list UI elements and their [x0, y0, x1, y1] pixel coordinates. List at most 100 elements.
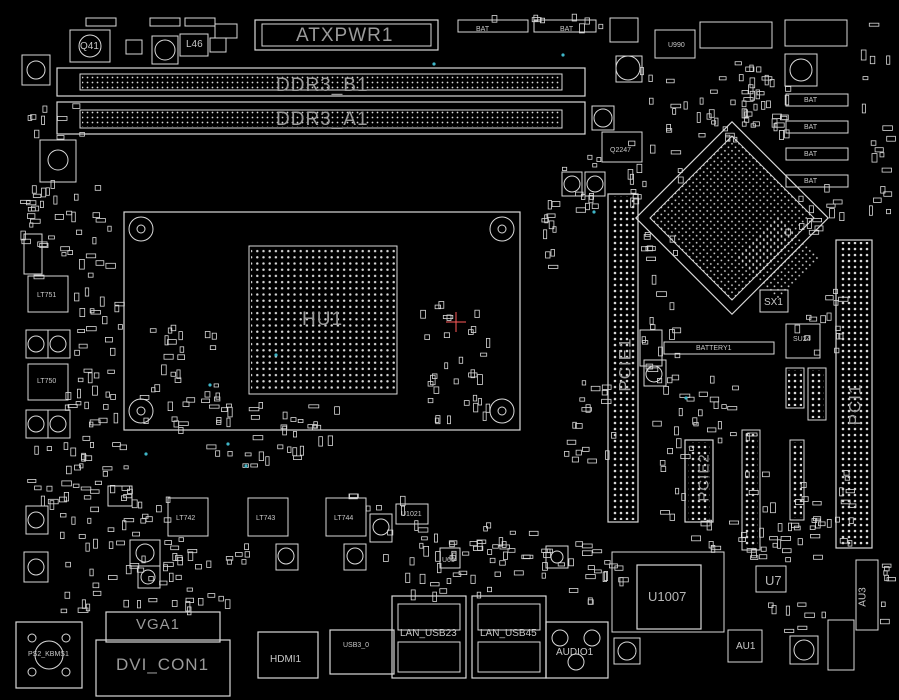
label-bat-3[interactable]: BAT [804, 97, 818, 104]
label-ddr3-a1[interactable]: DDR3_A1 [276, 109, 369, 130]
passive-17-6 [550, 249, 555, 257]
label-usb3-0[interactable]: USB3_0 [343, 642, 370, 649]
label-u990[interactable]: U990 [668, 42, 685, 49]
passive-5-4 [137, 501, 143, 509]
passive-1-34 [82, 435, 91, 441]
passive-1-20 [83, 368, 93, 373]
label-bat-2[interactable]: BAT [560, 26, 574, 33]
passive-22-27 [848, 517, 854, 524]
label-ddr3-b1[interactable]: DDR3_B1 [276, 75, 369, 96]
passive-4-13 [123, 465, 129, 470]
label-bat-5[interactable]: BAT [804, 151, 818, 158]
passive-34-7 [56, 135, 65, 140]
label-u1007[interactable]: U1007 [648, 589, 687, 604]
passive-11-1 [542, 562, 548, 571]
pci1-pins [839, 242, 869, 546]
pcb-shape-66 [140, 569, 156, 585]
passive-14-24 [710, 89, 718, 94]
label-lan-usb23[interactable]: LAN_USB23 [400, 628, 457, 639]
passive-2-14 [204, 391, 211, 398]
label-lt742[interactable]: LT742 [176, 515, 196, 522]
passive-4-21 [61, 480, 72, 487]
label-vga1[interactable]: VGA1 [136, 616, 181, 633]
pcb-shape-65 [137, 565, 161, 589]
passive-14-16 [718, 76, 727, 81]
label-lt751[interactable]: LT751 [37, 292, 57, 299]
passive-6-17 [148, 576, 154, 582]
q41-box [69, 29, 111, 63]
passive-21-4 [759, 527, 764, 538]
label-atxpwr1[interactable]: ATXPWR1 [296, 25, 394, 46]
passive-33-0 [564, 450, 570, 457]
label-au1[interactable]: AU1 [736, 641, 756, 652]
label-au3[interactable]: AU3 [857, 587, 869, 607]
passive-20-16 [667, 377, 673, 384]
passive-20-6 [692, 417, 698, 425]
label-pcie2[interactable]: PCIE2 [695, 453, 713, 502]
passive-25-3 [741, 100, 747, 108]
pcb-shape-52 [23, 233, 43, 275]
passive-6-29 [92, 582, 100, 589]
passive-2-19 [167, 339, 177, 345]
label-dvi-con1[interactable]: DVI_CON1 [116, 655, 210, 674]
passive-21-10 [777, 523, 783, 532]
passive-31-1 [771, 605, 777, 615]
label-hu1[interactable]: HU1 [302, 309, 344, 330]
label-u1021[interactable]: U1021 [401, 511, 422, 518]
passive-32-4 [667, 447, 673, 455]
passive-12-1 [476, 591, 482, 599]
passive-22-17 [844, 476, 851, 481]
label-bat-4[interactable]: BAT [804, 124, 818, 131]
passive-1-6 [90, 310, 102, 315]
passive-14-35 [748, 84, 754, 95]
label-u7[interactable]: U7 [765, 573, 782, 588]
pcb-shape-40 [27, 633, 37, 643]
label-hdmi1[interactable]: HDMI1 [270, 654, 302, 665]
passive-6-20 [163, 561, 174, 567]
passive-22-12 [843, 469, 850, 476]
passive-12-0 [432, 591, 437, 602]
passive-20-3 [652, 420, 662, 427]
passive-22-8 [745, 471, 750, 478]
passive-33-10 [571, 456, 579, 463]
label-su24[interactable]: SU24 [793, 336, 811, 343]
passive-5-6 [60, 513, 67, 518]
passive-8-9 [244, 452, 252, 457]
label-u65[interactable]: U65 [442, 557, 455, 564]
passive-10-11 [472, 545, 484, 551]
passive-20-2 [709, 396, 720, 403]
passive-22-7 [762, 471, 770, 478]
battery1-strip [663, 341, 775, 355]
label-bat-6[interactable]: BAT [804, 178, 818, 185]
passive-14-23 [749, 90, 756, 101]
label-lan-usb45[interactable]: LAN_USB45 [480, 628, 537, 639]
label-bat-1[interactable]: BAT [476, 26, 490, 33]
label-sx1[interactable]: SX1 [764, 297, 783, 308]
pcb-shape-12 [784, 53, 818, 87]
label-q2247[interactable]: Q2247 [610, 147, 632, 154]
passive-15-3 [670, 150, 682, 155]
label-audio1[interactable]: AUDIO1 [556, 647, 594, 658]
passive-33-5 [582, 446, 590, 452]
label-battery1[interactable]: BATTERY1 [696, 345, 732, 352]
passive-11-0 [557, 562, 566, 567]
label-pci1[interactable]: PCI1 [845, 383, 865, 426]
passive-10-23 [528, 530, 539, 536]
label-ps2-kbms1[interactable]: PS2_KBMS1 [28, 651, 69, 658]
passive-5-13 [132, 531, 141, 537]
label-q41[interactable]: Q41 [80, 41, 99, 52]
passive-14-41 [745, 66, 755, 72]
label-l46[interactable]: L46 [186, 39, 203, 50]
label-lt743[interactable]: LT743 [256, 515, 276, 522]
label-pcie1[interactable]: PCIE1 [615, 337, 635, 392]
passive-19-1 [643, 234, 651, 240]
pcb-shape-60 [49, 415, 67, 433]
passive-16-7 [575, 207, 587, 213]
label-lt750[interactable]: LT750 [37, 378, 57, 385]
passive-5-20 [90, 506, 99, 513]
pcb-shape-4 [209, 37, 227, 53]
passive-12-7 [405, 572, 411, 583]
pcb-shape-55 [25, 409, 49, 439]
label-lt744[interactable]: LT744 [334, 515, 354, 522]
